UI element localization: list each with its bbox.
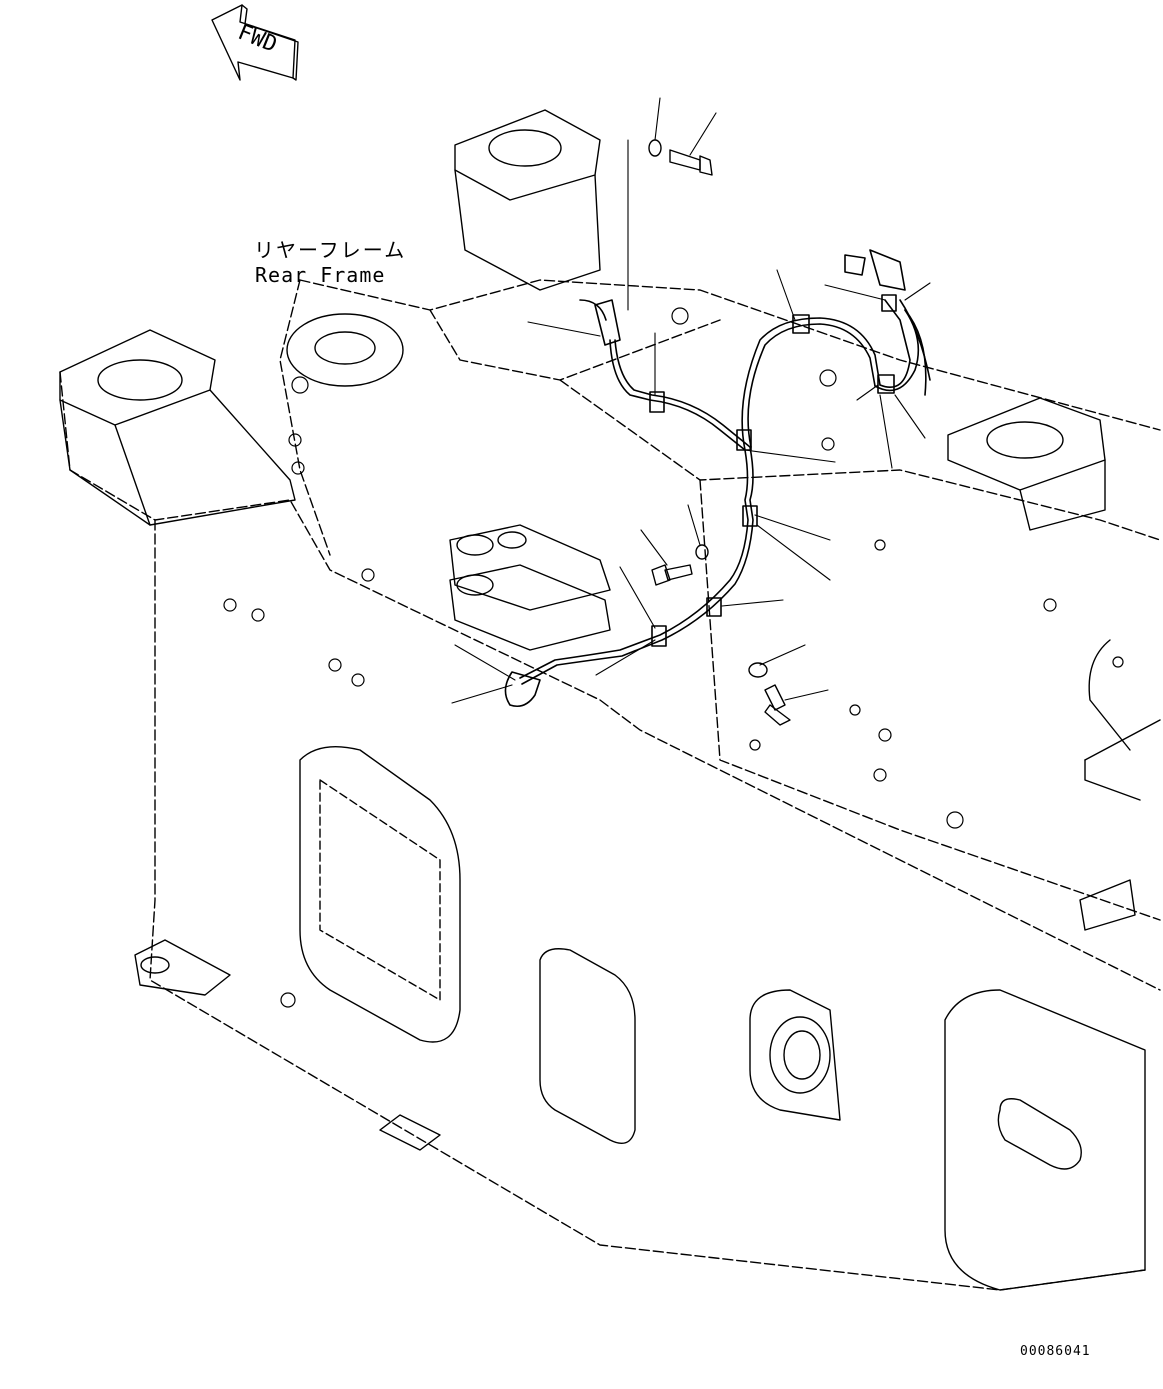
fwd-direction-text: FWD	[234, 20, 280, 58]
fwd-arrow-icon	[211, 4, 299, 81]
bolt-set-middle	[651, 544, 709, 586]
bolt-set-upper	[648, 139, 713, 176]
bottom-left-lug	[134, 939, 441, 1151]
frame-body-outline	[59, 279, 1161, 1291]
left-top-mount	[59, 329, 296, 526]
right-edge-structure	[1079, 639, 1161, 931]
leader-lines	[451, 97, 931, 704]
center-top-mount	[454, 109, 601, 291]
left-window-cutout	[299, 745, 461, 1043]
frame-label-japanese: リヤーフレーム	[254, 238, 407, 262]
bolt-set-lower	[748, 662, 791, 726]
frame-label-english: Rear Frame	[255, 263, 386, 287]
right-top-mount	[947, 397, 1106, 531]
center-window-cutout	[539, 948, 636, 1144]
drawing-number: 00086041	[1020, 1344, 1091, 1359]
wiring-harness	[504, 249, 931, 708]
right-side-panel	[944, 989, 1146, 1291]
pivot-lugs	[449, 524, 611, 651]
bolt-holes	[223, 307, 1124, 1008]
center-boss	[286, 313, 404, 387]
front-boss	[749, 989, 841, 1121]
